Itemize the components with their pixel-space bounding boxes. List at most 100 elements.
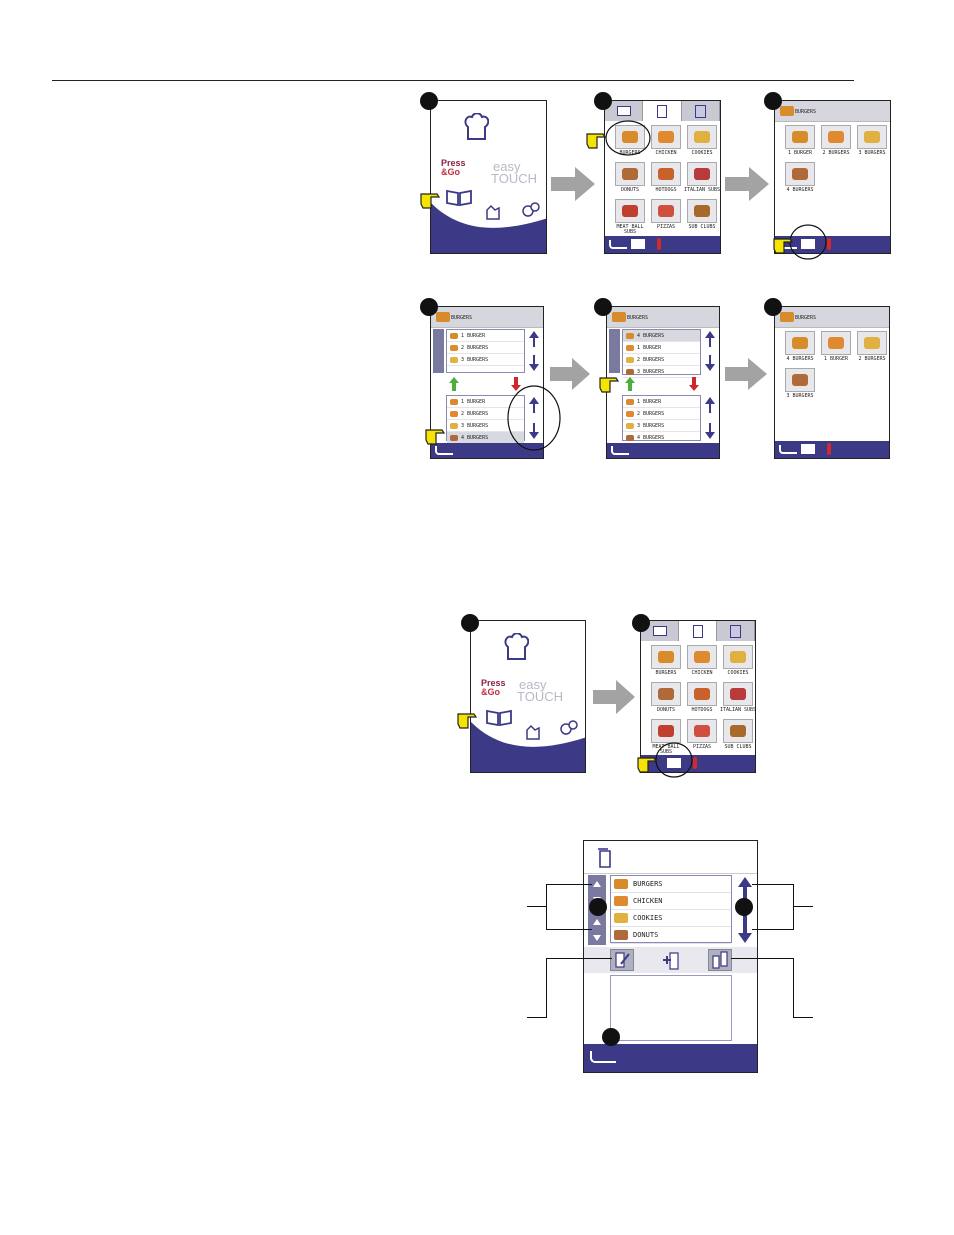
list-item[interactable]: COOKIES: [611, 910, 731, 927]
back-icon[interactable]: [611, 446, 629, 455]
food-tile[interactable]: [821, 331, 851, 355]
food-tile-label: 4 BURGERS: [786, 187, 814, 193]
cleaning-hand-icon[interactable]: [523, 721, 543, 741]
food-tile[interactable]: [651, 125, 681, 149]
top-bar: BURGERS: [431, 307, 543, 328]
green-up-arrow-icon[interactable]: [449, 377, 459, 391]
list-item[interactable]: 2 BURGERS: [447, 342, 524, 354]
list-item[interactable]: 1 BURGER: [447, 396, 524, 408]
red-down-arrow-icon[interactable]: [511, 377, 521, 391]
green-up-arrow-icon[interactable]: [625, 377, 635, 391]
thermometer-icon[interactable]: [693, 757, 697, 769]
settings-dial-icon[interactable]: [559, 717, 579, 737]
food-tile[interactable]: [687, 162, 717, 186]
back-icon[interactable]: [609, 240, 627, 249]
food-tile-label: HOTDOGS: [691, 707, 713, 713]
food-tile[interactable]: [651, 682, 681, 706]
list-item[interactable]: 3 BURGERS: [447, 420, 524, 432]
delete-button[interactable]: [708, 949, 732, 971]
list-item[interactable]: 1 BURGER: [447, 330, 524, 342]
list-item[interactable]: 2 BURGERS: [623, 408, 700, 420]
list-item[interactable]: 3 BURGERS: [623, 420, 700, 432]
list-item[interactable]: 4 BURGERS: [623, 330, 700, 342]
chef-hat-icon[interactable]: [503, 633, 529, 663]
back-icon[interactable]: [435, 446, 453, 455]
food-tile[interactable]: [687, 125, 717, 149]
back-icon[interactable]: [590, 1051, 616, 1063]
food-tile[interactable]: [687, 199, 717, 223]
food-tile[interactable]: [857, 125, 887, 149]
move-controls[interactable]: [609, 329, 620, 373]
touch-text: TOUCH: [517, 688, 563, 704]
food-thumb-icon: [614, 879, 628, 889]
list-item-label: 3 BURGERS: [637, 422, 665, 429]
edit-button[interactable]: [610, 949, 634, 971]
food-tile[interactable]: [615, 162, 645, 186]
food-image-icon: [658, 205, 674, 217]
list-item[interactable]: BURGERS: [611, 876, 731, 893]
food-tile[interactable]: [687, 682, 717, 706]
list-item[interactable]: 1 BURGER: [623, 342, 700, 354]
list-item[interactable]: 2 BURGERS: [447, 408, 524, 420]
tab-list[interactable]: [682, 101, 720, 121]
selection-circle: [507, 385, 561, 451]
list-item[interactable]: DONUTS: [611, 927, 731, 944]
food-tile[interactable]: [687, 645, 717, 669]
bottom-bar: [584, 1044, 757, 1072]
move-controls[interactable]: [433, 329, 444, 373]
list-item-label: COOKIES: [633, 914, 663, 922]
food-image-icon: [792, 131, 808, 143]
red-down-arrow-icon[interactable]: [689, 377, 699, 391]
list-item-label: 2 BURGERS: [461, 410, 489, 417]
back-icon[interactable]: [779, 445, 797, 454]
chef-hat-icon[interactable]: [463, 113, 489, 143]
step-callout-7: [461, 614, 479, 632]
food-tile[interactable]: [687, 719, 717, 743]
food-tile[interactable]: [651, 719, 681, 743]
tab-list[interactable]: [717, 621, 755, 641]
list-item-label: 1 BURGER: [637, 344, 662, 351]
food-tile[interactable]: [651, 162, 681, 186]
list-item-label: 2 BURGERS: [637, 410, 665, 417]
scroll-controls: [736, 875, 754, 945]
food-tile[interactable]: [785, 125, 815, 149]
thermometer-icon[interactable]: [657, 238, 661, 250]
food-tile[interactable]: [723, 645, 753, 669]
book-icon[interactable]: [667, 758, 681, 768]
tab-recipes[interactable]: [605, 101, 644, 121]
food-tile[interactable]: [857, 331, 887, 355]
book-icon[interactable]: [801, 239, 815, 249]
tab-recipes[interactable]: [641, 621, 679, 641]
book-icon[interactable]: [445, 189, 473, 207]
book-icon[interactable]: [485, 709, 513, 727]
food-tile[interactable]: [785, 368, 815, 392]
settings-dial-icon[interactable]: [521, 199, 541, 219]
tab-categories[interactable]: [679, 621, 717, 641]
list-item-label: 3 BURGERS: [637, 368, 665, 375]
list-item[interactable]: 3 BURGERS: [447, 354, 524, 366]
list-item[interactable]: 1 BURGER: [623, 396, 700, 408]
list-item[interactable]: 2 BURGERS: [623, 354, 700, 366]
food-tile[interactable]: [651, 199, 681, 223]
book-icon[interactable]: [801, 444, 815, 454]
food-tile[interactable]: [821, 125, 851, 149]
book-icon[interactable]: [631, 239, 645, 249]
food-tile-label: SUB CLUBS: [688, 224, 716, 230]
food-tile[interactable]: [723, 682, 753, 706]
list-item[interactable]: 3 BURGERS: [623, 366, 700, 378]
thermometer-icon[interactable]: [827, 238, 831, 250]
thermometer-icon[interactable]: [827, 443, 831, 455]
tab-categories[interactable]: [643, 101, 682, 121]
add-button[interactable]: [660, 949, 684, 971]
food-tile[interactable]: [785, 162, 815, 186]
tab-row: [641, 621, 755, 641]
food-thumb-icon: [614, 896, 628, 906]
list-item-label: 4 BURGERS: [461, 434, 489, 441]
cleaning-hand-icon[interactable]: [483, 201, 503, 221]
food-tile[interactable]: [615, 125, 645, 149]
food-tile[interactable]: [615, 199, 645, 223]
food-tile[interactable]: [651, 645, 681, 669]
food-tile[interactable]: [723, 719, 753, 743]
food-tile[interactable]: [785, 331, 815, 355]
list-item[interactable]: CHICKEN: [611, 893, 731, 910]
